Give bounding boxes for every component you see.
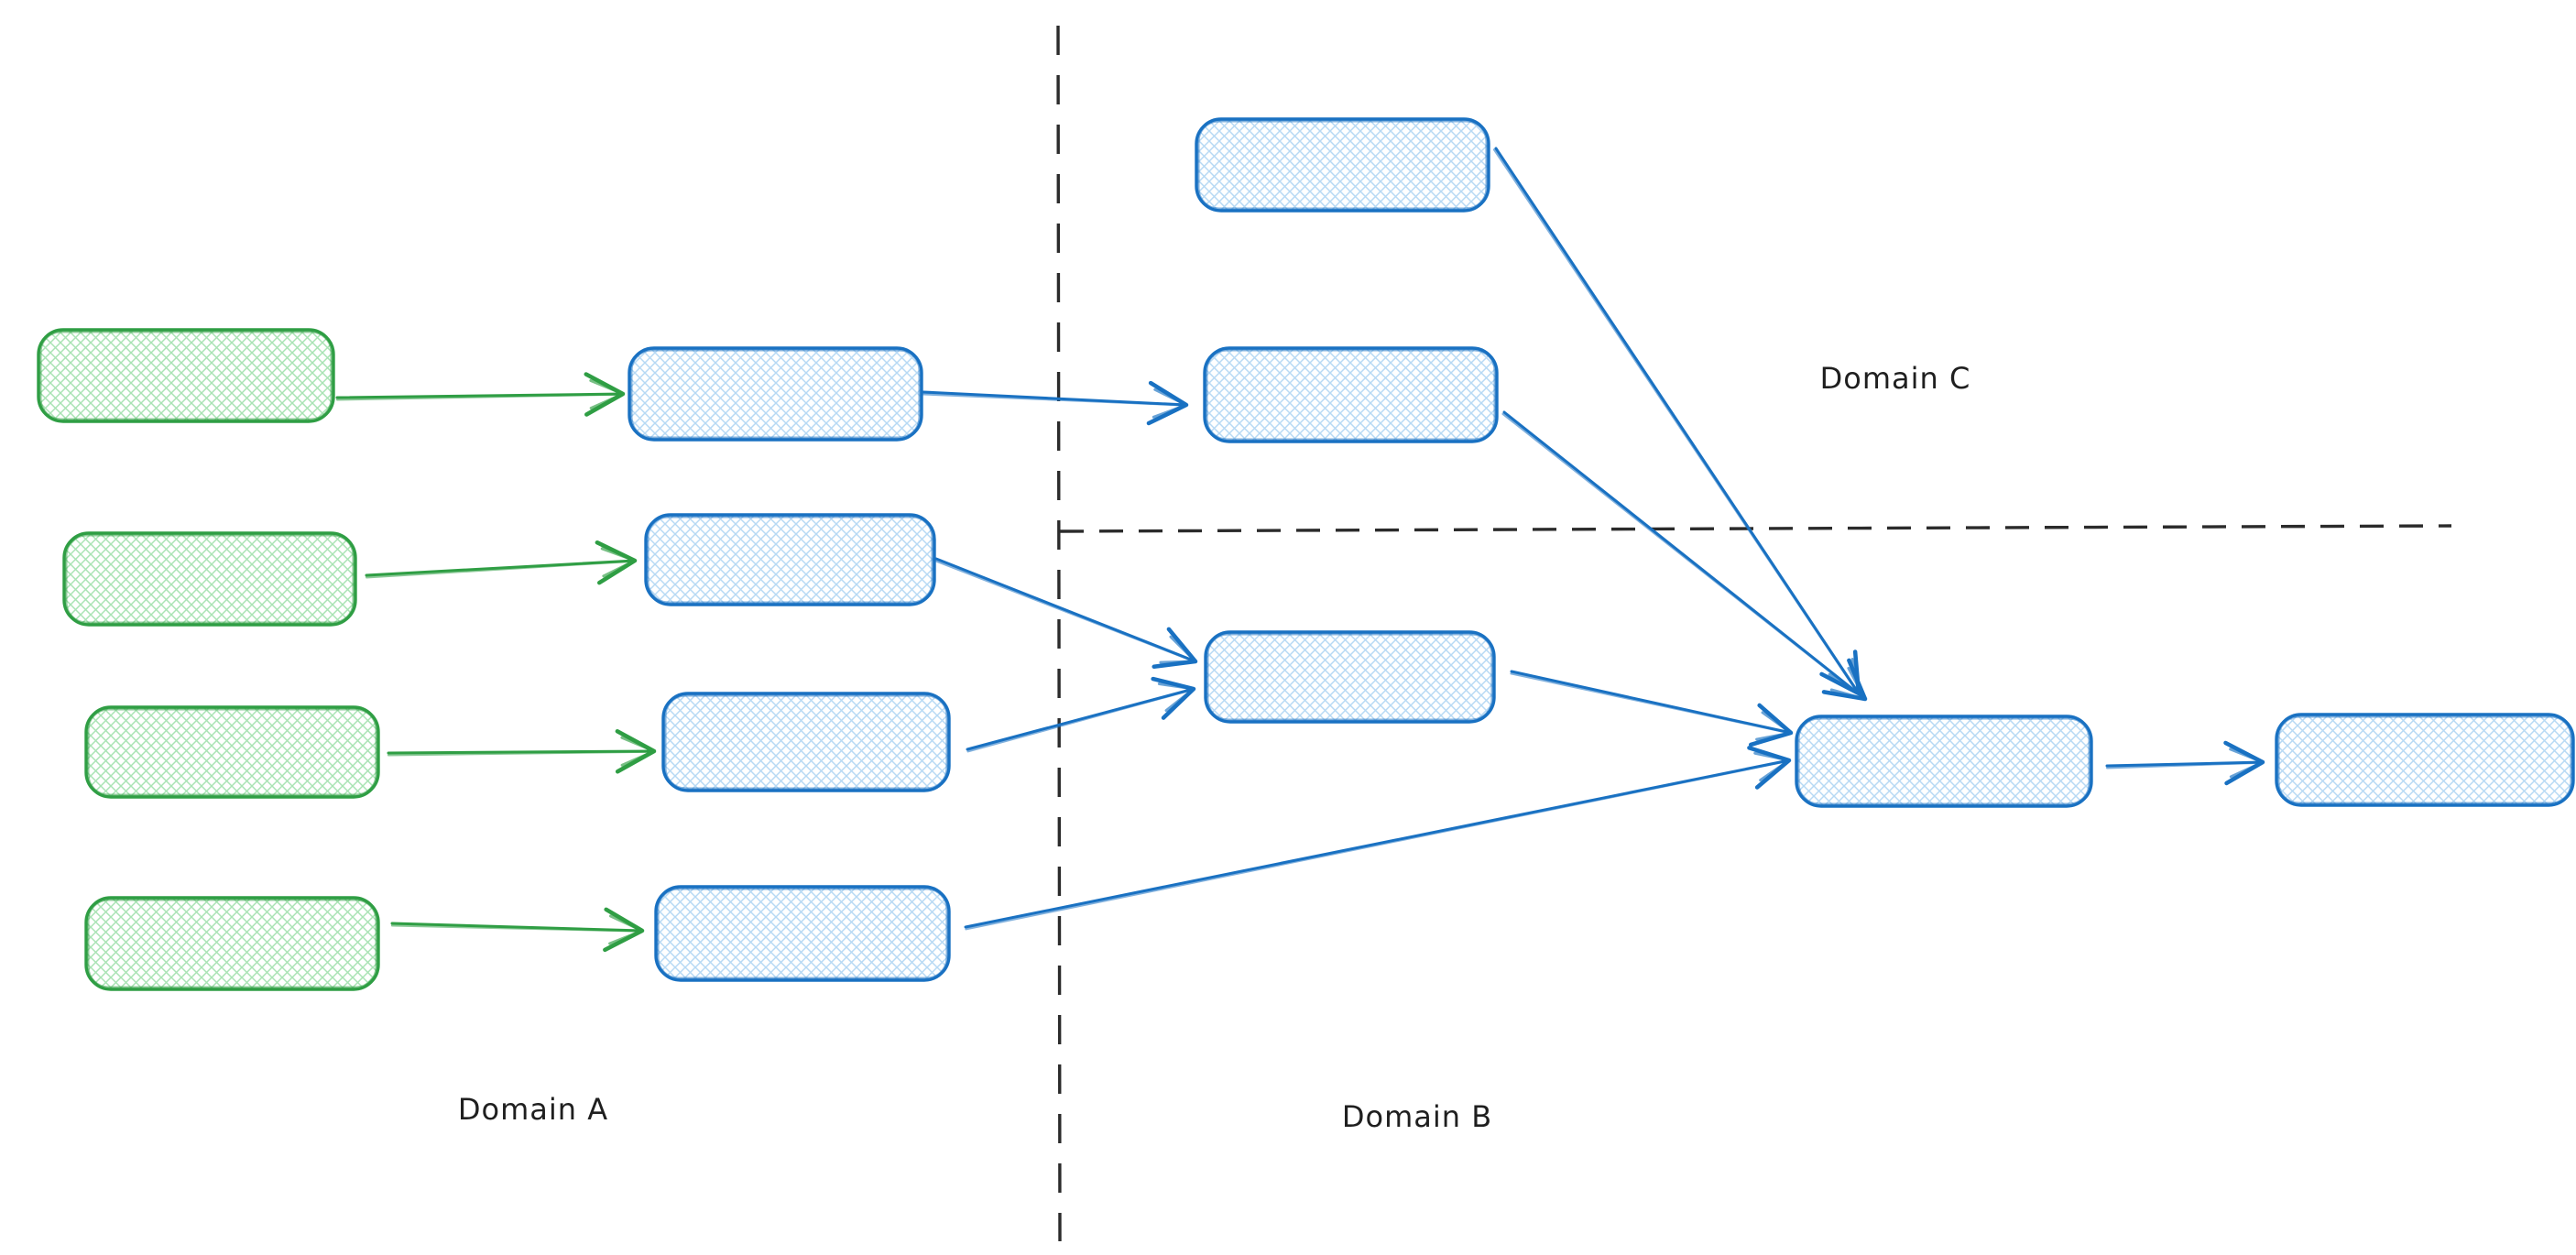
domain-a-label[interactable]: Domain A [458, 1092, 608, 1127]
domain-a-node-1[interactable] [628, 346, 923, 442]
domain-b-label[interactable]: Domain B [1342, 1099, 1492, 1134]
domain-b-node-1[interactable] [1204, 630, 1496, 724]
domain-a-node-4[interactable] [654, 885, 951, 982]
edge-source1-node1[interactable] [335, 372, 626, 417]
edge-bnode1-hub[interactable] [1510, 670, 1794, 748]
domain-b-hub[interactable] [1795, 715, 2093, 808]
domain-a-source-3[interactable] [84, 705, 380, 799]
edge-hub-output[interactable] [2105, 740, 2265, 786]
edge-cnode1-hub[interactable] [1492, 147, 1861, 696]
domain-c-node-1[interactable] [1195, 117, 1490, 213]
domain-a-b-boundary[interactable] [1056, 25, 1062, 1242]
domain-c-node-2[interactable] [1203, 346, 1499, 443]
domain-a-source-1[interactable] [37, 328, 335, 423]
edge-cnode2-hub[interactable] [1501, 410, 1868, 702]
edge-source3-node3[interactable] [387, 729, 657, 774]
edge-source4-node4[interactable] [390, 907, 645, 953]
domain-b-c-boundary[interactable] [1059, 524, 2452, 533]
edge-node4-hub[interactable] [964, 746, 1792, 931]
domain-a-node-2[interactable] [644, 513, 936, 606]
edge-node1-cnode2[interactable] [922, 380, 1189, 426]
domain-a-node-3[interactable] [661, 692, 951, 792]
domain-a-source-2[interactable] [62, 531, 357, 627]
edge-source2-node2[interactable] [365, 540, 638, 585]
domain-a-source-4[interactable] [84, 896, 380, 991]
domain-b-output[interactable] [2275, 713, 2575, 807]
edge-node2-bnode1[interactable] [934, 557, 1198, 669]
edge-node3-bnode1[interactable] [966, 676, 1196, 753]
domain-c-label[interactable]: Domain C [1820, 361, 1971, 396]
